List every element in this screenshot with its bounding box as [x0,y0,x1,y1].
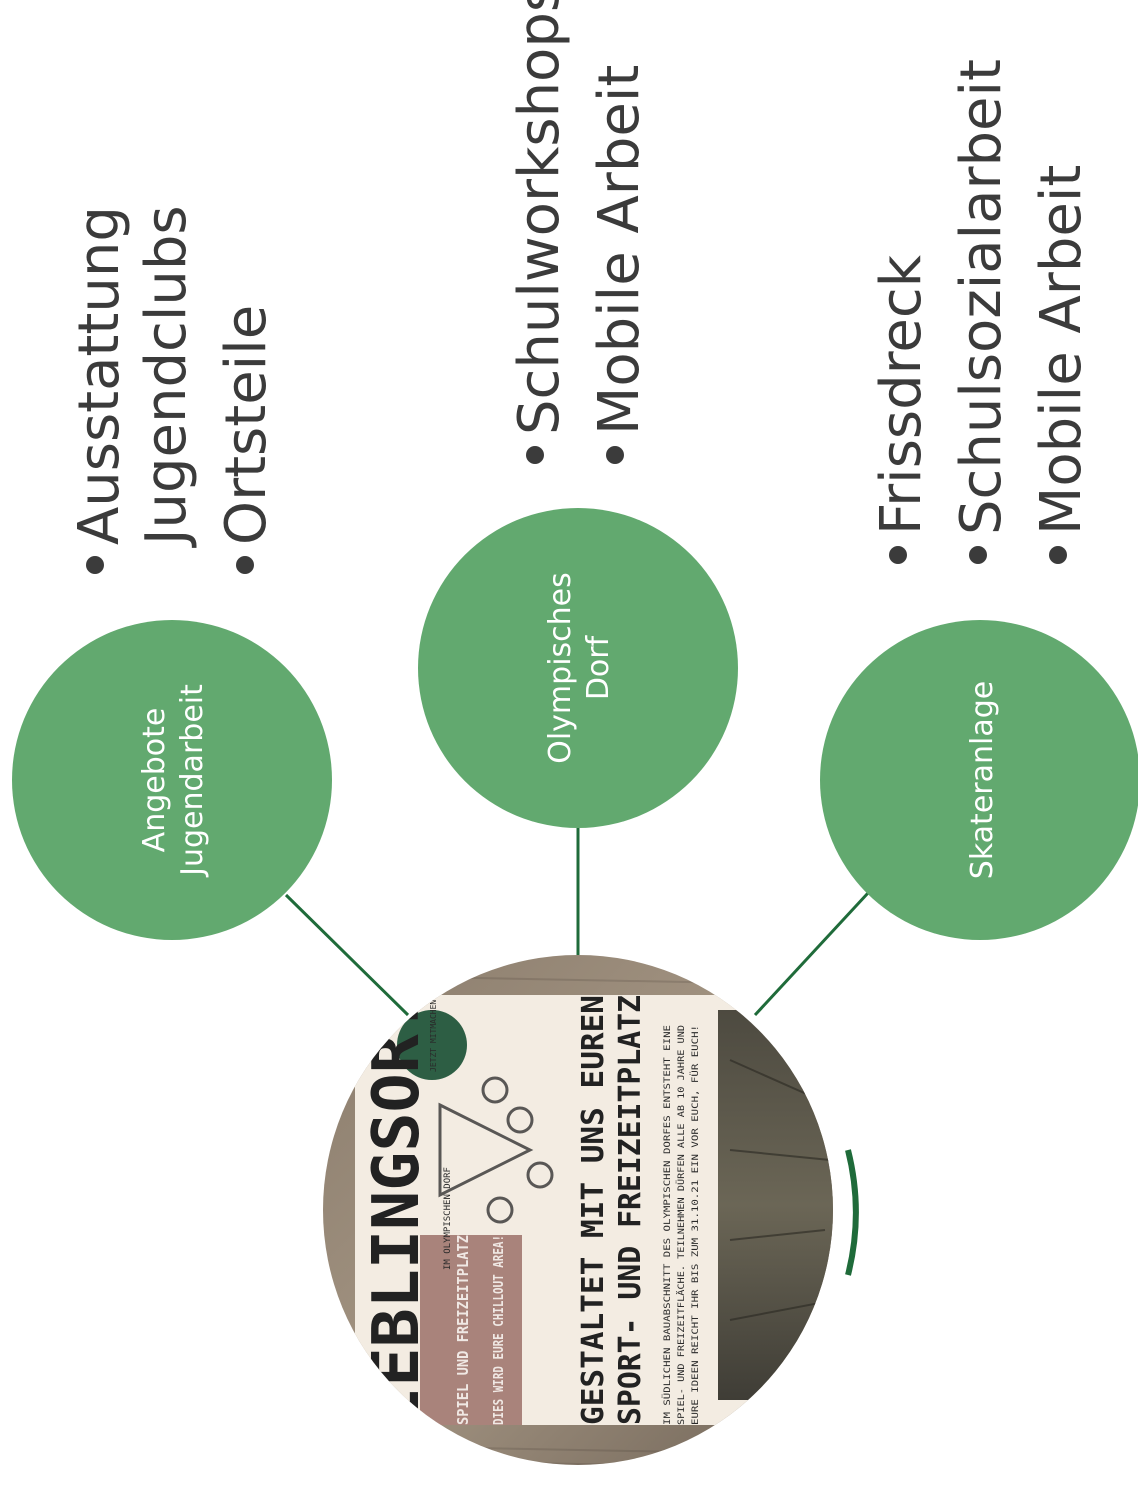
photo-rim [845,1149,859,1276]
bullet-olympisches-2: Mobile Arbeit [587,65,652,435]
node-olympisches: Olympisches Dorf [418,508,738,828]
bullet-angebote-1-line2: Jugendclubs [134,205,199,548]
poster-body-2: SPIEL- UND FREIZEITFLÄCHE. TEILNEHMEN DÜ… [676,1025,687,1425]
poster-headline-2: SPORT- UND FREIZEITPLATZ [613,995,648,1425]
bullet-dot [606,446,624,464]
bullets-skater: Frissdreck Schulsozialarbeit Mobile Arbe… [869,59,1094,564]
bullet-skater-3: Mobile Arbeit [1029,165,1094,535]
poster-body-3: EURE IDEEN REICHT IHR BIS ZUM 31.10.21 E… [690,1025,701,1425]
bullet-dot [236,556,254,574]
center-photo: LIEBLINGSORT IM OLYMPISCHEN DORF JETZT M… [323,955,859,1465]
node-angebote-line1: Angebote [137,708,172,853]
bullet-angebote-2: Ortsteile [214,305,279,545]
bullet-angebote-1-line1: Ausstattung [67,206,132,545]
poster-headline-1: GESTALTET MIT UNS EUREN [576,995,611,1425]
poster-sticker-text: JETZT MITMACHEN [429,1000,438,1072]
node-olympisches-line1: Olympisches [543,572,578,764]
node-skater: Skateranlage [820,620,1138,940]
poster-masthead-sub: IM OLYMPISCHEN DORF [443,1167,453,1270]
bullet-dot [1049,546,1067,564]
node-skater-line1: Skateranlage [965,681,1000,879]
bullet-skater-2: Schulsozialarbeit [949,59,1014,535]
bullet-dot [889,546,907,564]
poster-body-1: IM SÜDLICHEN BAUABSCHNITT DES OLYMPISCHE… [662,1025,673,1425]
bullets-olympisches: Schulworkshops Mobile Arbeit [507,0,652,464]
node-olympisches-line2: Dorf [581,634,616,700]
bullet-dot [86,556,104,574]
poster-badge-title: SPIEL UND FREIZEITPLATZ [454,1235,472,1425]
poster-masthead: LIEBLINGSORT [360,995,434,1465]
node-angebote-line2: Jugendarbeit [175,684,210,878]
node-angebote: Angebote Jugendarbeit [12,620,332,940]
poster-badge [420,1235,522,1425]
poster-sticker [397,1010,467,1080]
poster-badge-sub: DIES WIRD EURE CHILLOUT AREA! [492,1235,507,1425]
bullet-dot [969,546,987,564]
connector-angebote [284,893,410,1017]
poster-photo [718,1010,833,1400]
bullet-olympisches-1: Schulworkshops [507,0,572,435]
connector-skater [753,891,870,1017]
bullet-skater-1: Frissdreck [869,254,934,535]
bullet-dot [526,446,544,464]
bullets-angebote: Ausstattung Jugendclubs Ortsteile [67,205,279,574]
